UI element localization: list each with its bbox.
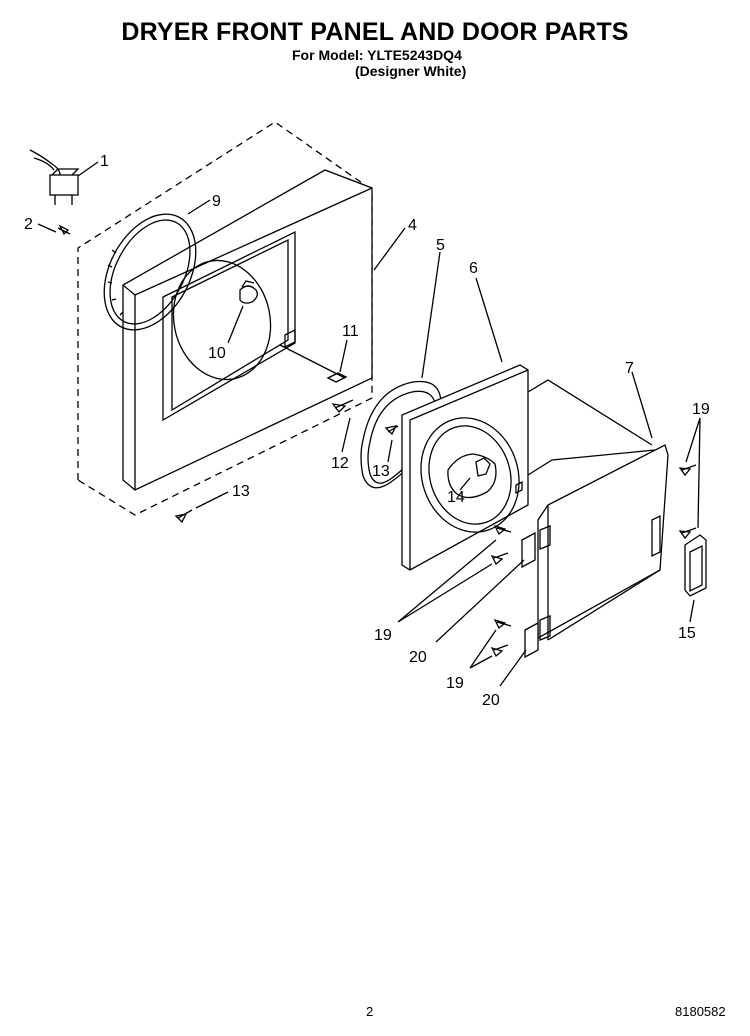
leader-19-upper bbox=[397, 539, 497, 623]
door-switch bbox=[29, 149, 80, 205]
leader-1 bbox=[77, 161, 99, 177]
front-panel bbox=[122, 169, 373, 491]
callout-4: 4 bbox=[408, 217, 417, 234]
leader-10 bbox=[227, 305, 244, 344]
callout-5: 5 bbox=[436, 237, 445, 254]
model-description: (Designer White) bbox=[355, 63, 467, 79]
callout-6: 6 bbox=[469, 260, 478, 277]
callout-1: 1 bbox=[100, 153, 109, 170]
inner-door bbox=[401, 364, 529, 571]
callout-19-lower: 19 bbox=[446, 675, 464, 692]
screw-2 bbox=[57, 224, 71, 236]
callout-19-upper: 19 bbox=[374, 627, 392, 644]
screw-19-a bbox=[678, 464, 697, 477]
callout-20-upper: 20 bbox=[409, 649, 427, 666]
callout-7: 7 bbox=[625, 360, 634, 377]
leader-2 bbox=[37, 223, 57, 233]
callout-15: 15 bbox=[678, 625, 696, 642]
screw-19-f bbox=[490, 644, 509, 658]
leader-13-door bbox=[387, 439, 393, 463]
screw-13-door bbox=[384, 425, 399, 436]
leader-11 bbox=[339, 339, 348, 373]
callout-12: 12 bbox=[331, 455, 349, 472]
callout-13-door: 13 bbox=[372, 463, 390, 480]
document-number: 8180582 bbox=[675, 1004, 726, 1019]
callout-20-lower: 20 bbox=[482, 692, 500, 709]
page-number: 2 bbox=[366, 1004, 374, 1019]
hinge-upper bbox=[521, 525, 551, 569]
leader-6 bbox=[475, 277, 503, 363]
leader-14 bbox=[459, 477, 471, 491]
leader-19-lower bbox=[469, 629, 497, 669]
leader-12 bbox=[341, 417, 351, 453]
callout-9: 9 bbox=[212, 193, 221, 210]
leader-20-lower bbox=[499, 649, 527, 687]
leader-19-right bbox=[685, 417, 701, 529]
callout-2: 2 bbox=[24, 216, 33, 233]
leader-7 bbox=[631, 371, 653, 439]
leader-5 bbox=[421, 251, 441, 379]
assembly-outline bbox=[77, 121, 373, 516]
leader-20-upper bbox=[435, 559, 525, 643]
screw-19-c bbox=[493, 524, 512, 536]
callout-11: 11 bbox=[342, 323, 359, 340]
leader-4 bbox=[373, 227, 406, 271]
model-number: For Model: YLTE5243DQ4 bbox=[292, 47, 462, 63]
leader-13-panel bbox=[195, 491, 229, 509]
leader-9 bbox=[187, 199, 211, 215]
hinge-lower bbox=[524, 615, 551, 659]
screw-19-e bbox=[493, 618, 512, 630]
leader-15 bbox=[689, 599, 695, 623]
callout-14: 14 bbox=[447, 489, 465, 506]
screw-13-panel bbox=[174, 509, 193, 524]
callout-19-right: 19 bbox=[692, 401, 710, 418]
callout-10: 10 bbox=[208, 345, 226, 362]
callout-13-panel: 13 bbox=[232, 483, 250, 500]
page-title: DRYER FRONT PANEL AND DOOR PARTS bbox=[121, 18, 629, 46]
door-handle bbox=[684, 534, 707, 597]
drum-seal-ring bbox=[103, 213, 197, 331]
screw-12 bbox=[331, 399, 354, 413]
screw-19-d bbox=[490, 552, 509, 566]
screw-19-b bbox=[678, 527, 697, 540]
outer-door bbox=[527, 379, 669, 641]
